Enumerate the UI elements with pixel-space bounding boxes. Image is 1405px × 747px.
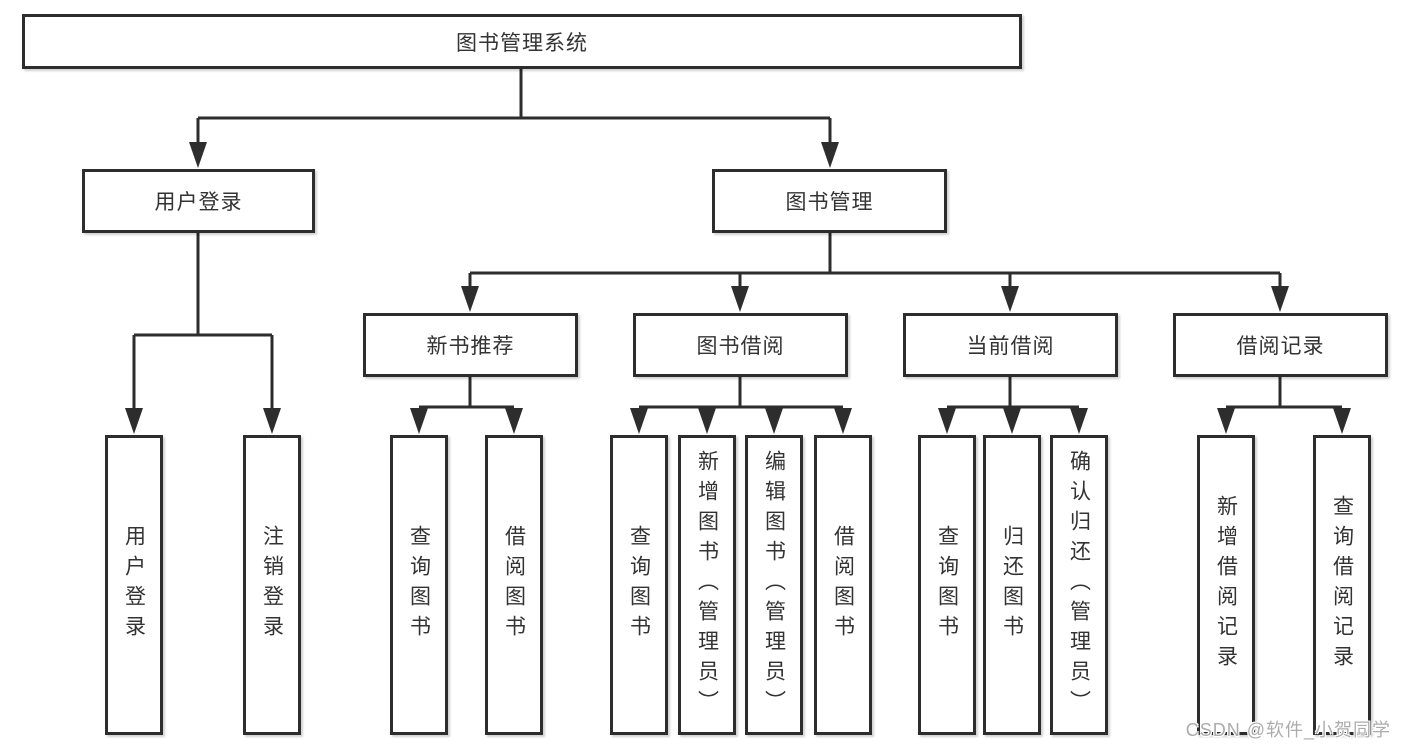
csdn-watermark: CSDN @软件_小贺同学 [1185,720,1391,740]
node-label: 借阅图书 [831,525,855,645]
leaf-cb-confirm-return-admin: 确认归还（管理员） [1050,435,1108,735]
arrowhead [698,408,716,434]
node-new-book-recommend: 新书推荐 [363,313,578,377]
arrowhead [125,408,143,434]
node-label: 查询借阅记录 [1330,495,1354,675]
node-label: 当前借阅 [966,335,1055,358]
connector-path [132,69,1342,412]
arrowhead [1217,408,1235,434]
leaf-cb-query-books: 查询图书 [918,435,976,735]
node-label: 注销登录 [260,525,284,645]
node-label: 查询图书 [935,525,959,645]
arrowhead [938,408,956,434]
arrowhead [461,286,479,312]
arrowhead [263,408,281,434]
leaf-cb-return-books: 归还图书 [983,435,1041,735]
arrowhead [821,142,839,168]
node-label: 归还图书 [1000,525,1024,645]
node-label: 图书管理 [785,191,874,214]
node-label: 用户登录 [122,525,146,645]
arrowhead [731,286,749,312]
arrowhead [630,408,648,434]
node-user-login: 用户登录 [82,169,315,233]
leaf-br-query-record: 查询借阅记录 [1313,435,1371,735]
leaf-logout: 注销登录 [243,435,301,735]
arrowhead [1271,286,1289,312]
node-label: 图书借阅 [696,335,785,358]
arrowhead [1001,286,1019,312]
node-label: 图书管理系统 [456,31,588,55]
node-book-management: 图书管理 [712,169,947,233]
leaf-nbr-borrow-books: 借阅图书 [485,435,543,735]
arrowhead [765,408,783,434]
node-book-borrowing: 图书借阅 [633,313,848,377]
leaf-bb-edit-book-admin: 编辑图书（管理员） [745,435,803,735]
arrowhead [505,408,523,434]
node-label: 查询图书 [627,525,651,645]
arrowhead [1070,408,1088,434]
arrowhead [1333,408,1351,434]
node-label: 借阅记录 [1236,335,1325,358]
node-borrowing-records: 借阅记录 [1173,313,1388,377]
leaf-br-add-record: 新增借阅记录 [1197,435,1255,735]
leaf-bb-query-books: 查询图书 [610,435,668,735]
leaf-bb-add-book-admin: 新增图书（管理员） [678,435,736,735]
node-label: 新书推荐 [426,335,515,358]
leaf-nbr-query-books: 查询图书 [390,435,448,735]
arrowhead [834,408,852,434]
arrowhead [410,408,428,434]
node-current-borrowing: 当前借阅 [903,313,1118,377]
node-label: 编辑图书（管理员） [762,450,786,720]
leaf-user-login: 用户登录 [105,435,163,735]
arrowhead [189,142,207,168]
node-label: 确认归还（管理员） [1067,450,1091,720]
node-label: 查询图书 [407,525,431,645]
node-label: 用户登录 [154,191,243,214]
node-label: 借阅图书 [502,525,526,645]
arrowhead [1003,408,1021,434]
node-label: 新增借阅记录 [1214,495,1238,675]
leaf-bb-borrow-books: 借阅图书 [814,435,872,735]
node-label: 新增图书（管理员） [695,450,719,720]
node-root: 图书管理系统 [22,14,1022,69]
